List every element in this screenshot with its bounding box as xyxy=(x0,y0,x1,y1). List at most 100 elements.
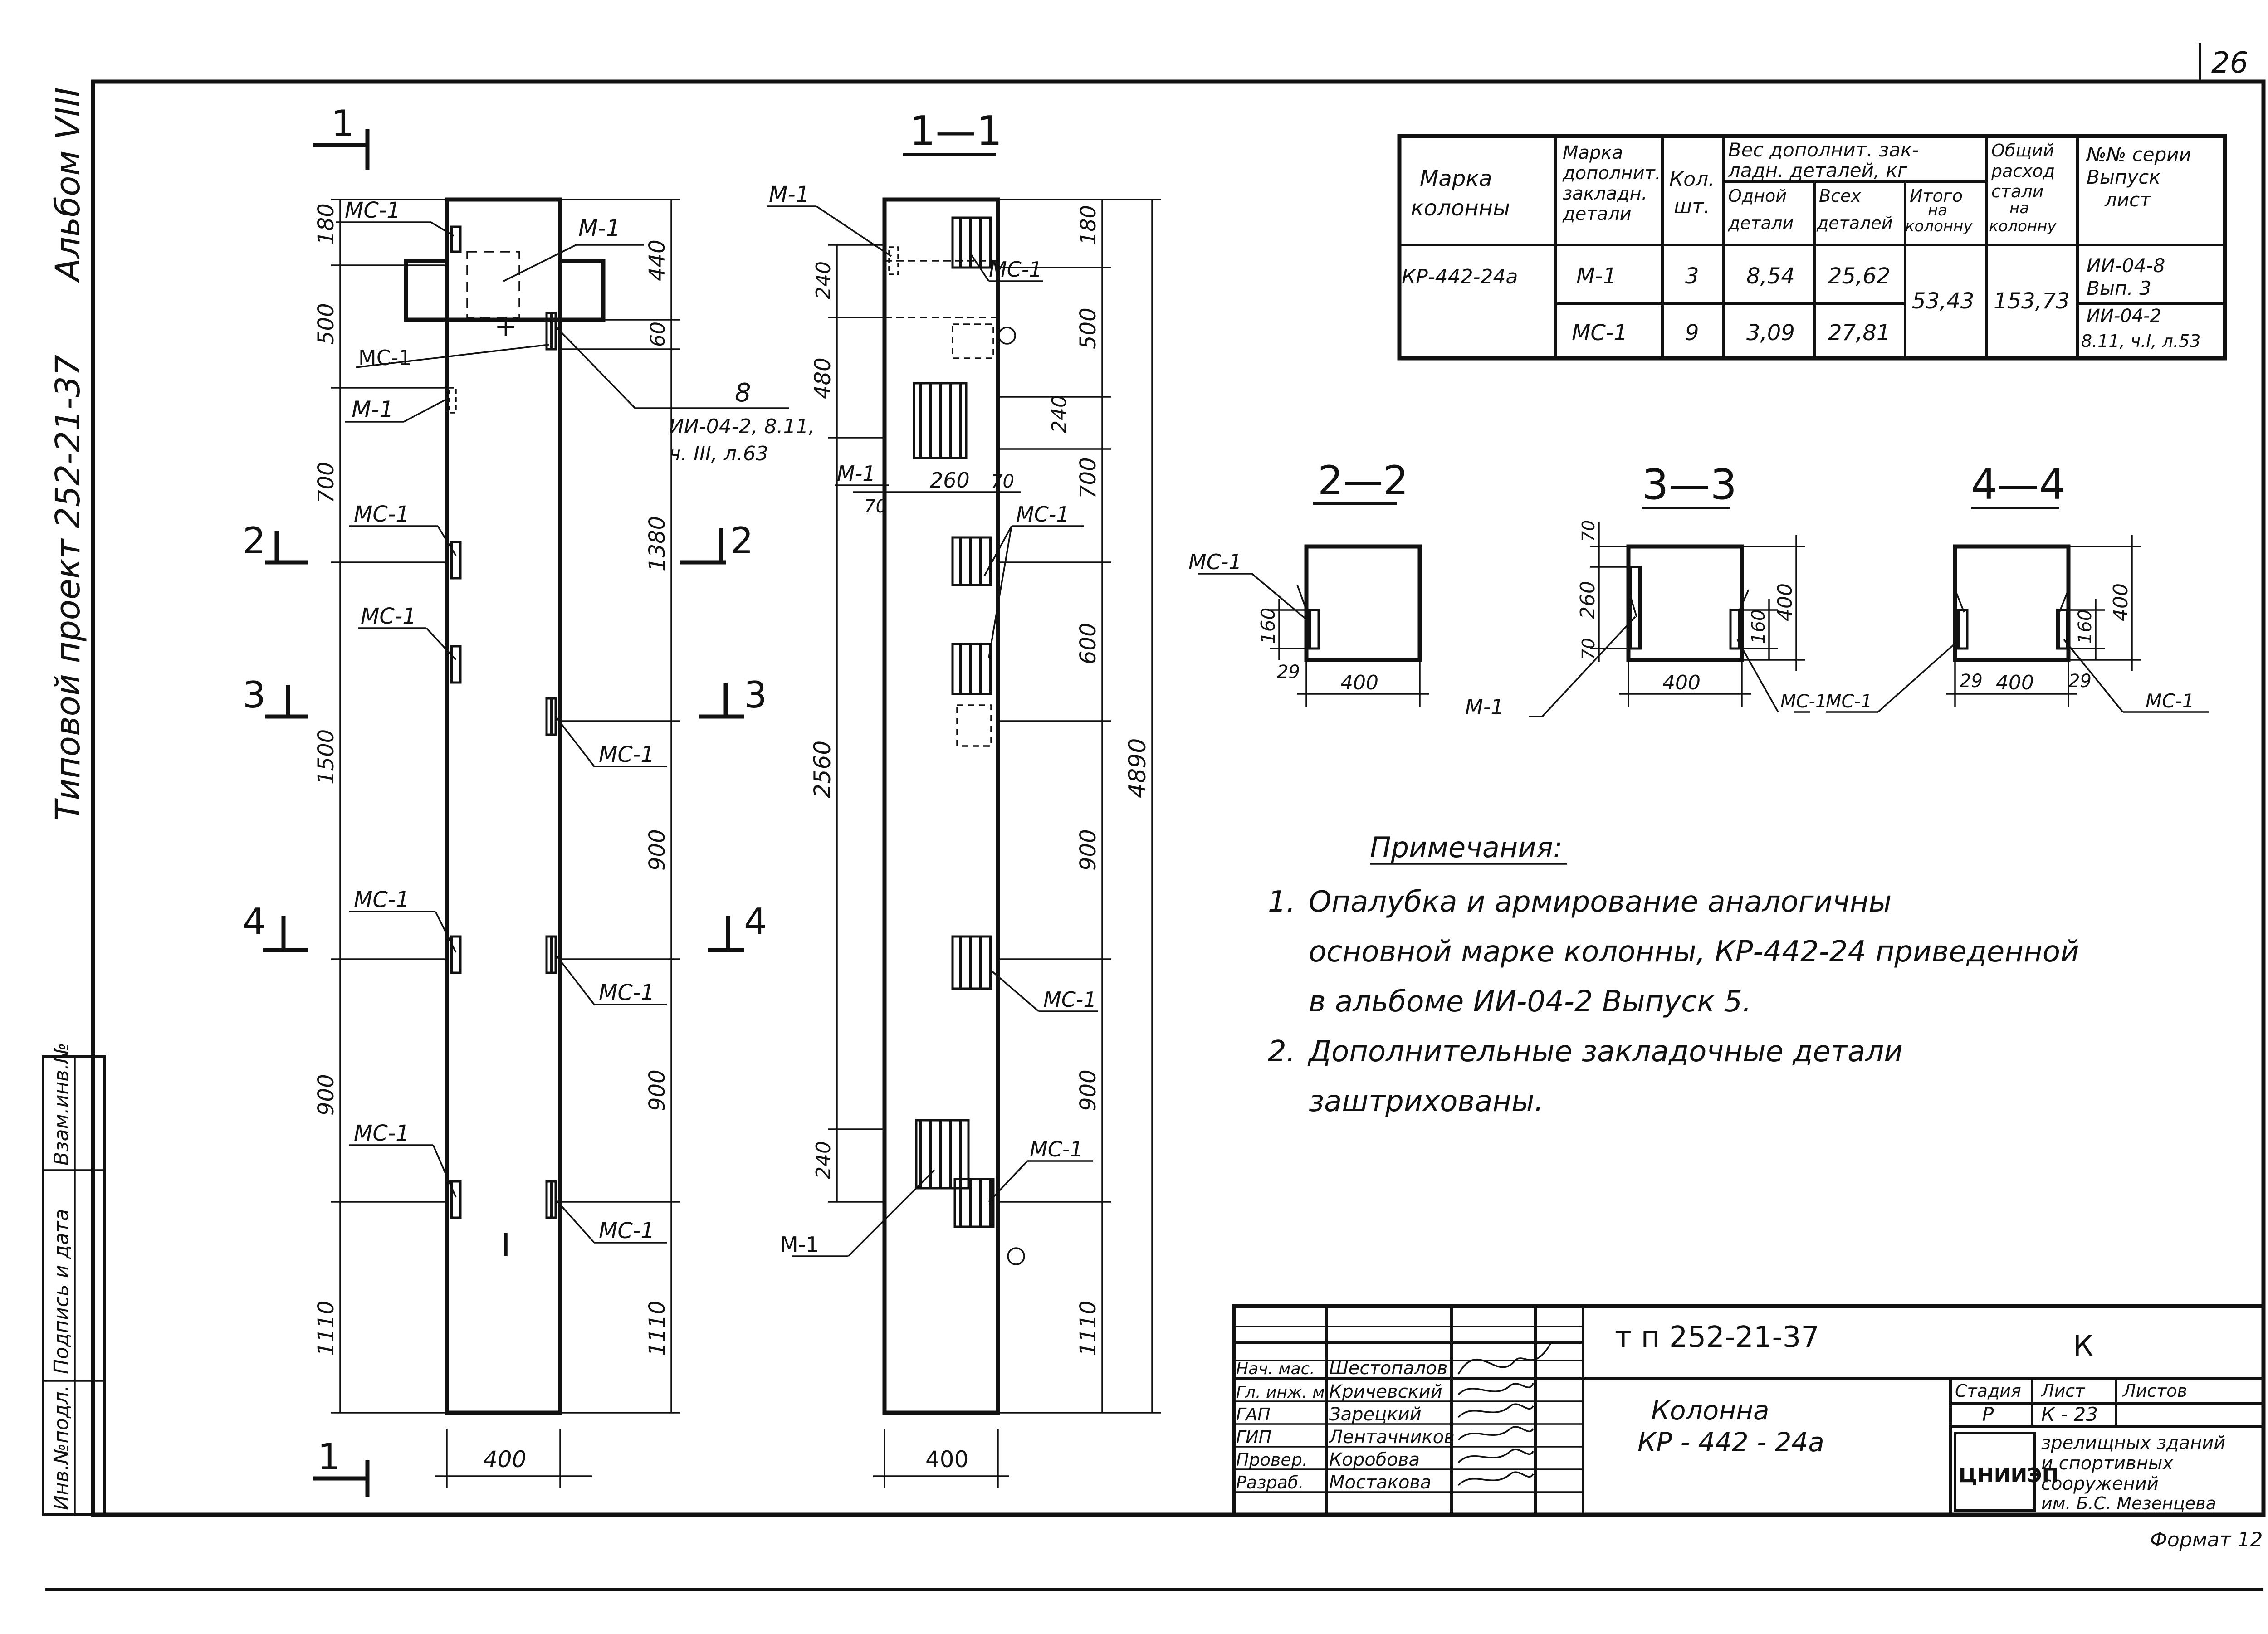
table-cell-mark: КР-442-24а xyxy=(1402,265,1518,288)
section-mark-4-left: 4 xyxy=(243,901,308,952)
s11-dim-r1110: 1110 xyxy=(1075,1301,1101,1356)
label-mc1-right-3: МС-1 xyxy=(599,742,655,767)
s33-title: 3—3 xyxy=(1642,460,1737,509)
dim-left-1500: 1500 xyxy=(313,729,339,785)
center-mark: I xyxy=(501,1227,511,1264)
th-add-1: Марка xyxy=(1563,142,1623,163)
label-mc1-top: МС-1 xyxy=(345,198,401,223)
th-steel-3: стали xyxy=(1991,181,2043,201)
s11-dim-r600: 600 xyxy=(1075,623,1101,664)
sheets-head: Листов xyxy=(2122,1381,2187,1401)
s33-dim-400v: 400 xyxy=(1774,583,1797,621)
s11-dim-4890: 4890 xyxy=(1124,738,1151,798)
console-mark: + xyxy=(494,311,517,342)
notes: Примечания: 1. Опалубка и армирование ан… xyxy=(1268,831,2079,1118)
svg-text:4: 4 xyxy=(744,901,767,943)
note-2-line-1: Дополнительные закладочные детали xyxy=(1307,1035,1903,1068)
section-1-1-title: 1—1 xyxy=(909,107,1002,155)
s33-dim-70a: 70 xyxy=(1579,520,1598,542)
svg-text:3: 3 xyxy=(744,674,767,716)
dim-left-500: 500 xyxy=(313,303,339,345)
sheet-head: Лист xyxy=(2040,1381,2086,1401)
th-one-2: детали xyxy=(1728,213,1794,233)
label-mc1-console: МС-1 xyxy=(358,346,412,370)
label-mc1-left-3: МС-1 xyxy=(361,604,416,629)
s44-dim-160: 160 xyxy=(2075,610,2096,644)
label-m1-console: М-1 xyxy=(578,215,621,241)
vzam-inv-label: Взам.инв.№ xyxy=(50,1043,73,1166)
s11-dim-r240: 240 xyxy=(1048,395,1071,433)
dim-right-60: 60 xyxy=(646,322,670,347)
note-1-line-3: в альбоме ИИ-04-2 Выпуск 5. xyxy=(1309,985,1751,1019)
s11-label-mc1-top: МС-1 xyxy=(989,257,1042,282)
s33-dim-70b: 70 xyxy=(1579,638,1598,660)
name-4: Лентачников xyxy=(1328,1427,1455,1448)
section-mark-2-right: 2 xyxy=(680,520,753,565)
s44-dim-29b: 29 xyxy=(2068,671,2092,692)
section-4-4: 4—4 29 400 29 160 400 МС-1 xyxy=(1877,460,2209,713)
th-all-1: Всех xyxy=(1819,186,1861,206)
th-total-1: Итого xyxy=(1910,186,1963,206)
svg-text:3: 3 xyxy=(243,674,266,716)
s11-label-mc1-mid: МС-1 xyxy=(1016,502,1070,527)
s11-label-m1-top: М-1 xyxy=(769,182,809,207)
role-6: Разраб. xyxy=(1236,1473,1304,1493)
dim-right-900a: 900 xyxy=(645,829,670,871)
label-mc1-right-5: МС-1 xyxy=(599,1218,655,1244)
org-logo: ЦНИИЭП xyxy=(1954,1432,2058,1512)
name-1: Шестопалов xyxy=(1329,1358,1447,1379)
table-cell-series-1b: Вып. 3 xyxy=(2087,277,2151,299)
s44-dim-29a: 29 xyxy=(1960,671,1983,692)
section-1-1: 1—1 240 480 2560 240 xyxy=(767,107,1161,1488)
role-5: Провер. xyxy=(1236,1450,1308,1470)
label-m1-left: М-1 xyxy=(352,396,394,423)
name-3: Зарецкий xyxy=(1329,1404,1422,1425)
name-2: Кричевский xyxy=(1329,1381,1442,1402)
th-series-2: Выпуск xyxy=(2087,166,2160,188)
role-1: Нач. мас. xyxy=(1236,1360,1315,1378)
project-label: Типовой проект 252-21-37 xyxy=(49,355,88,821)
section-mark-2-left: 2 xyxy=(243,520,308,565)
dim-left-1110: 1110 xyxy=(313,1301,339,1356)
name-5: Коробова xyxy=(1329,1449,1420,1470)
name-6: Мостакова xyxy=(1329,1472,1432,1493)
album-label: Альбом VIII xyxy=(49,87,88,283)
s33-dim-160: 160 xyxy=(1748,610,1769,644)
dim-left-900: 900 xyxy=(313,1074,339,1116)
th-add-3: закладн. xyxy=(1563,183,1647,204)
table-cell-detail-1: М-1 xyxy=(1576,263,1617,289)
table-cell-all-1: 25,62 xyxy=(1828,263,1890,289)
s33-dim-400: 400 xyxy=(1662,671,1701,694)
table-cell-qty-2: 9 xyxy=(1685,320,1699,346)
ref-number: 8 xyxy=(735,378,751,408)
dim-left-180: 180 xyxy=(313,203,339,245)
s22-label: МС-1 xyxy=(1188,550,1242,574)
title-block: т п 252-21-37 К Нач. мас. Шестопалов Гл.… xyxy=(1232,1304,2266,1551)
signatures xyxy=(1457,1342,1552,1486)
sheet-frame xyxy=(45,43,2266,1591)
title-line-1: Колонна xyxy=(1651,1395,1769,1426)
signature-date-label: Подпись и дата xyxy=(50,1209,73,1374)
section-mark-3-left: 3 xyxy=(243,674,308,719)
th-total-3: колонну xyxy=(1905,217,1973,235)
s11-label-mc1-bottom: МС-1 xyxy=(1030,1137,1083,1161)
th-steel-4: на xyxy=(2009,199,2029,217)
label-mc1-left-5: МС-1 xyxy=(354,1121,410,1146)
svg-text:2: 2 xyxy=(243,520,266,562)
cut-1-top: 1 xyxy=(331,102,354,145)
section-mark-3-right: 3 xyxy=(699,674,767,719)
th-all-2: деталей xyxy=(1816,213,1892,233)
inv-podl-label: Инв.№подл. xyxy=(50,1385,73,1510)
s22-dim-400: 400 xyxy=(1340,671,1378,694)
s11-dim-r180: 180 xyxy=(1076,205,1100,245)
th-mark-1: Марка xyxy=(1420,166,1492,191)
svg-text:4: 4 xyxy=(243,901,266,943)
table-cell-one-2: 3,09 xyxy=(1746,320,1795,346)
table-cell-total: 53,43 xyxy=(1912,288,1974,314)
th-qty-2: шт. xyxy=(1674,195,1710,218)
format-label: Формат 12 xyxy=(2150,1528,2263,1551)
s11-dim-70a: 70 xyxy=(991,471,1014,492)
s11-dim-r900a: 900 xyxy=(1075,829,1101,871)
org-line-4: им. Б.С. Мезенцева xyxy=(2041,1493,2216,1513)
